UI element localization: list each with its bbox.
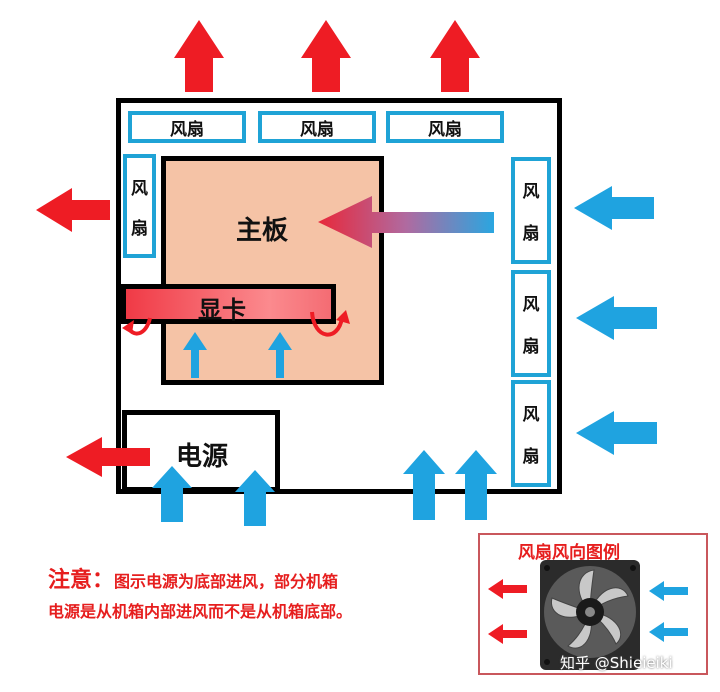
fan-label: 风扇 [170, 119, 204, 140]
exhaust-arrow-up-icon [174, 20, 224, 92]
intake-arrow-left-icon [576, 296, 657, 340]
airflow-gradient-arrow-icon [318, 196, 494, 248]
legend-exhaust-arrow-icon [488, 579, 527, 599]
note-line-1: 图示电源为底部进风，部分机箱 [114, 572, 339, 591]
fan-char: 风 [522, 405, 540, 426]
front-fan-3: 风 扇 [511, 380, 551, 487]
gpu-curl-arrowhead-icon [122, 320, 134, 334]
legend-exhaust-arrow-icon [488, 624, 527, 644]
fan-char: 风 [522, 295, 540, 316]
legend-title: 风扇风向图例 [518, 543, 620, 563]
intake-arrow-up-icon [235, 470, 275, 526]
fan-char: 风 [131, 178, 148, 199]
fan-label: 风扇 [300, 119, 334, 140]
exhaust-arrow-left-icon [66, 437, 150, 477]
fan-picture-icon [540, 560, 640, 670]
gpu-curl-arrowhead-icon [336, 310, 350, 324]
gpu-intake-arrow-icon [183, 332, 207, 378]
top-fan-3: 风扇 [386, 111, 504, 143]
intake-arrow-up-icon [403, 450, 445, 520]
intake-arrow-up-icon [455, 450, 497, 520]
note-line-2: 电源是从机箱内部进风而不是从机箱底部。 [48, 602, 353, 621]
legend-intake-arrow-icon [649, 581, 688, 601]
fan-char: 扇 [131, 218, 148, 239]
front-fan-1: 风 扇 [511, 157, 551, 264]
graphics-card-label: 显卡 [198, 296, 246, 324]
gpu-intake-arrow-icon [268, 332, 292, 378]
top-fan-2: 风扇 [258, 111, 376, 143]
graphics-card [121, 284, 336, 324]
fan-label: 风扇 [428, 119, 462, 140]
front-fan-2: 风 扇 [511, 270, 551, 377]
intake-arrow-left-icon [576, 411, 657, 455]
note-text: 注意：图示电源为底部进风，部分机箱 电源是从机箱内部进风而不是从机箱底部。 [48, 565, 468, 627]
legend-intake-arrow-icon [649, 622, 688, 642]
fan-char: 扇 [522, 223, 540, 244]
fan-char: 风 [522, 182, 540, 203]
fan-char: 扇 [522, 446, 540, 467]
top-fan-1: 风扇 [128, 111, 246, 143]
note-heading: 注意： [48, 567, 115, 593]
fan-char: 扇 [522, 336, 540, 357]
intake-arrow-up-icon [152, 466, 192, 522]
exhaust-arrow-left-icon [36, 188, 110, 232]
power-supply-label: 电源 [176, 442, 229, 472]
watermark: 知乎 @Shieieiki [560, 654, 673, 672]
exhaust-arrow-up-icon [301, 20, 351, 92]
pc-case [116, 98, 562, 494]
rear-fan: 风 扇 [123, 154, 156, 258]
gpu-curl-arrow-icon [310, 311, 344, 337]
intake-arrow-left-icon [574, 186, 654, 230]
exhaust-arrow-up-icon [430, 20, 480, 92]
motherboard-label: 主板 [236, 216, 289, 246]
